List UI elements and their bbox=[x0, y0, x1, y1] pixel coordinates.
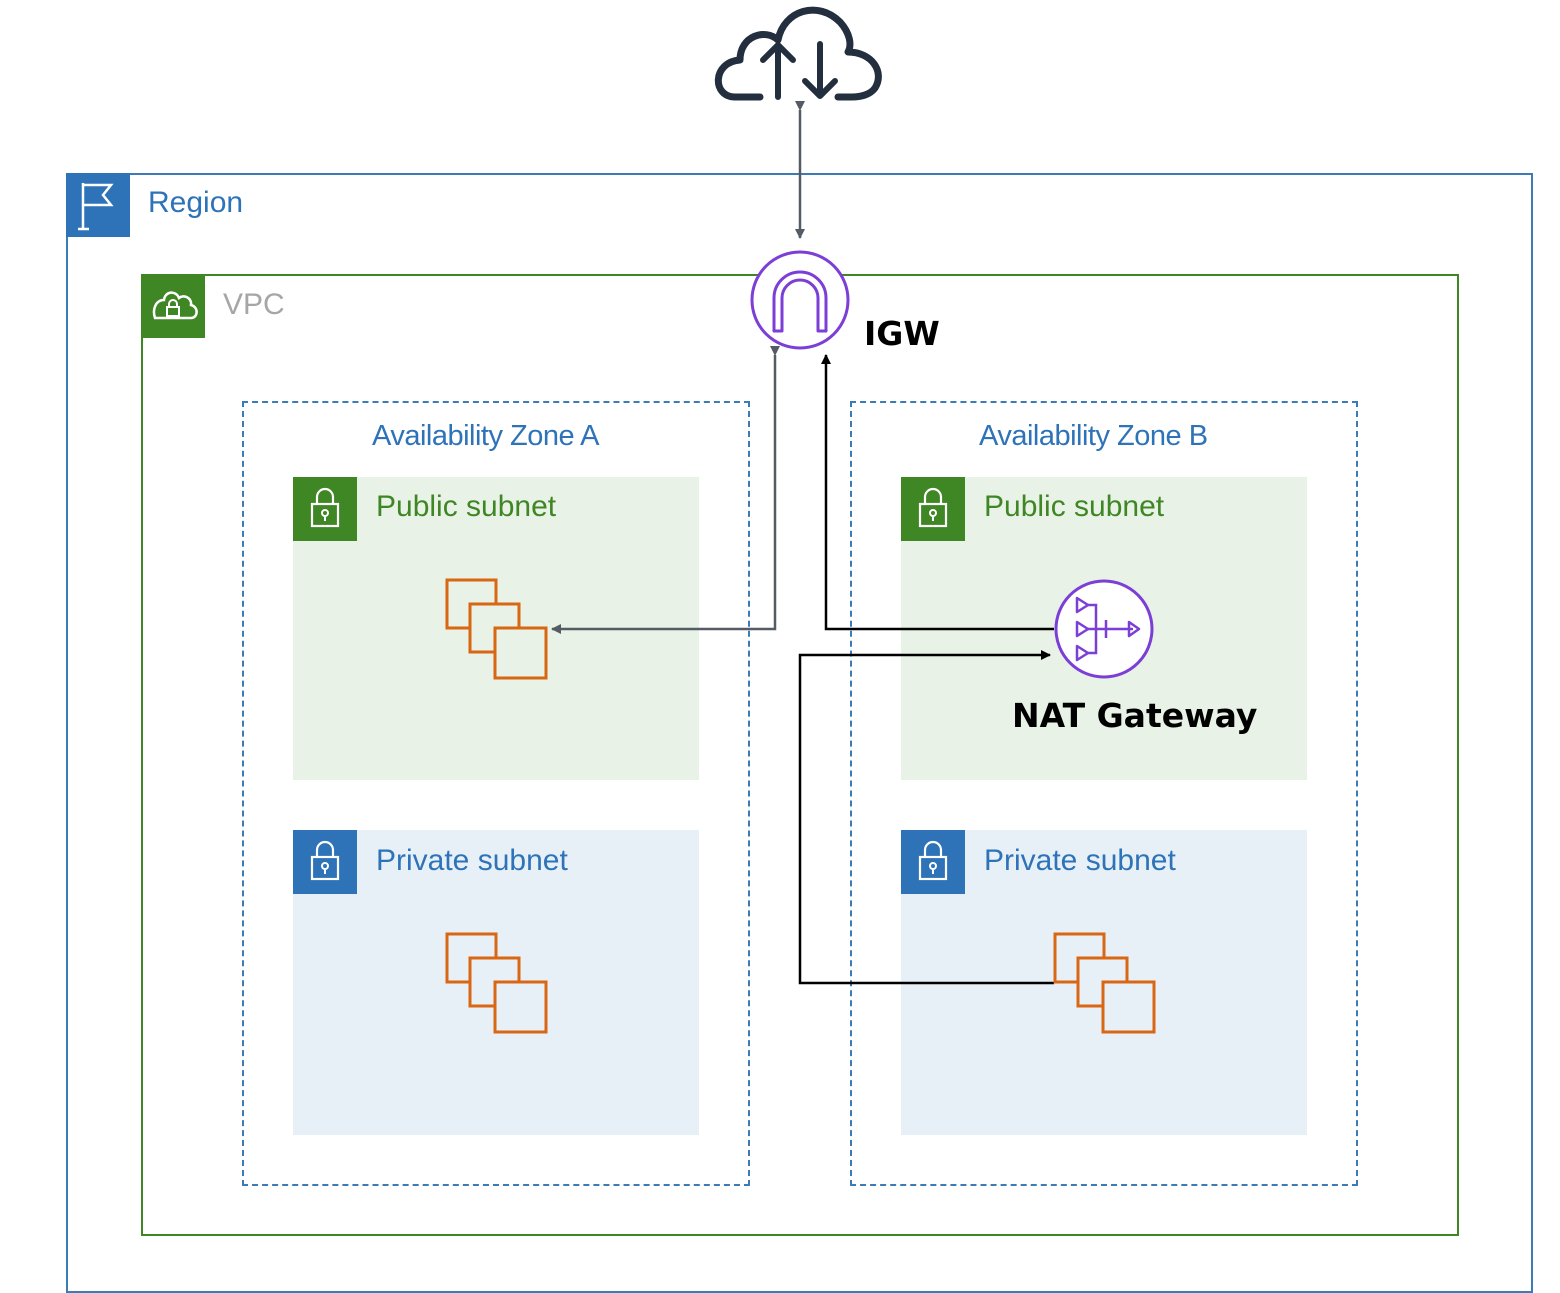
availability-zone-b bbox=[850, 401, 1358, 1186]
availability-zone-a bbox=[242, 401, 750, 1186]
private-subnet-b-label: Private subnet bbox=[984, 844, 1176, 877]
public-subnet-b-label: Public subnet bbox=[984, 490, 1165, 523]
region-flag-icon bbox=[66, 173, 130, 237]
nat-gateway-icon bbox=[1054, 579, 1154, 679]
internet-cloud-icon bbox=[714, 6, 882, 101]
ec2-instances-icon bbox=[445, 578, 548, 680]
internet-gateway-icon bbox=[750, 250, 850, 350]
vpc-cloud-lock-icon bbox=[141, 274, 205, 338]
nat-igw-connector bbox=[821, 354, 1054, 631]
private-b-nat-connector bbox=[798, 650, 1054, 985]
region-label: Region bbox=[148, 186, 244, 219]
vpc-label: VPC bbox=[223, 288, 285, 321]
ec2-instances-icon bbox=[445, 932, 548, 1034]
az-b-label: Availability Zone B bbox=[979, 420, 1208, 452]
ec2-instances-icon bbox=[1053, 932, 1156, 1034]
subnet-lock-icon bbox=[293, 830, 357, 894]
igw-label: IGW bbox=[864, 314, 940, 353]
subnet-lock-icon bbox=[293, 477, 357, 541]
subnet-lock-icon bbox=[901, 477, 965, 541]
igw-public-a-connector bbox=[551, 346, 780, 634]
public-subnet-a-label: Public subnet bbox=[376, 490, 557, 523]
subnet-lock-icon bbox=[901, 830, 965, 894]
private-subnet-a-label: Private subnet bbox=[376, 844, 568, 877]
nat-gateway-label: NAT Gateway bbox=[1012, 696, 1258, 735]
